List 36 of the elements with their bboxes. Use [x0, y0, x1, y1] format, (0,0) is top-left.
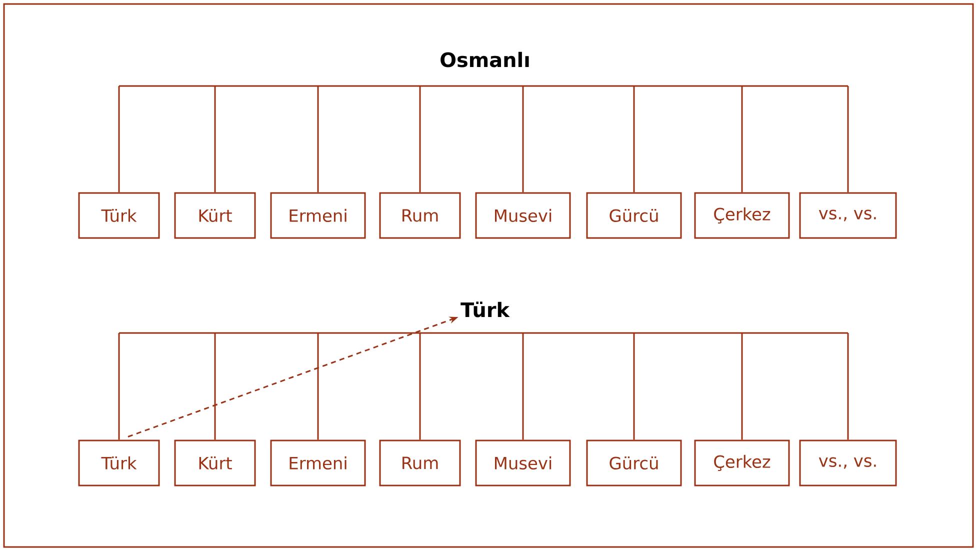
- heading: Osmanlı: [440, 52, 529, 68]
- tree-line: [847, 86, 849, 192]
- tree-line: [419, 86, 421, 192]
- tree-line: [522, 86, 524, 192]
- tree-line: [847, 333, 849, 440]
- group-box: Musevi: [475, 440, 571, 486]
- tree-line: [741, 86, 743, 192]
- group-box: Ermeni: [270, 440, 366, 486]
- tree-line: [522, 333, 524, 440]
- tree-line: [119, 85, 848, 87]
- tree-line: [317, 333, 319, 440]
- group-box: Rum: [379, 440, 461, 486]
- tree-line: [118, 86, 120, 192]
- tree-line: [214, 86, 216, 192]
- group-box: Gürcü: [586, 192, 682, 239]
- group-box: Türk: [78, 192, 160, 239]
- group-box: Musevi: [475, 192, 571, 239]
- group-box: Gürcü: [586, 440, 682, 486]
- tree-line: [633, 333, 635, 440]
- tree-line: [119, 332, 848, 334]
- tree-line: [214, 333, 216, 440]
- group-box: vs., vs.: [799, 192, 897, 239]
- group-box: Çerkez: [694, 440, 790, 486]
- heading: Türk: [460, 302, 510, 318]
- tree-line: [741, 333, 743, 440]
- tree-line: [633, 86, 635, 192]
- tree-line: [118, 333, 120, 440]
- group-box: Kürt: [174, 440, 256, 486]
- group-box: Ermeni: [270, 192, 366, 239]
- group-box: Türk: [78, 440, 160, 486]
- group-box: Kürt: [174, 192, 256, 239]
- tree-line: [419, 333, 421, 440]
- group-box: vs., vs.: [799, 440, 897, 486]
- group-box: Çerkez: [694, 192, 790, 239]
- tree-line: [317, 86, 319, 192]
- group-box: Rum: [379, 192, 461, 239]
